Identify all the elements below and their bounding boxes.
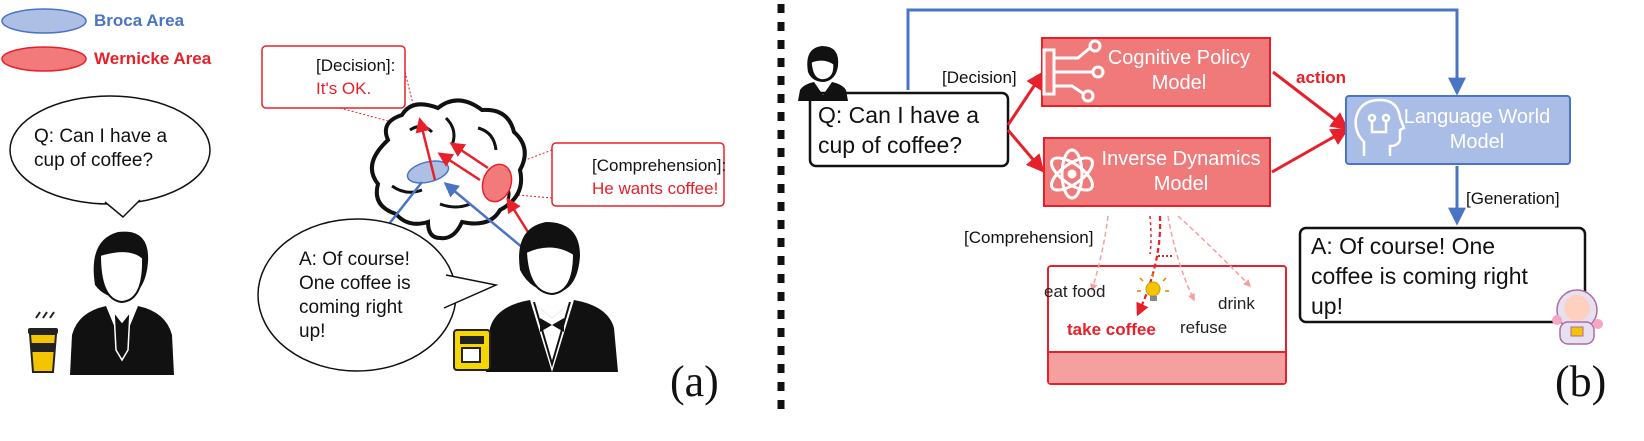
decision-text-a: [Decision]: It's OK.	[316, 56, 396, 98]
cognitive-policy-model-label: Cognitive Policy Model	[1107, 47, 1251, 94]
customer-question: Q: Can I have a cup of coffee?	[34, 126, 168, 171]
panel-label-b: (b)	[1555, 357, 1607, 406]
answer-box-b	[1298, 226, 1587, 324]
option-refuse: refuse	[1180, 318, 1228, 337]
coffee-cup-icon	[28, 311, 58, 373]
inverse-dynamics-model-label: Inverse Dynamics Model	[1101, 148, 1261, 195]
head-icon	[1354, 98, 1406, 156]
option-eat-food: eat food	[1044, 282, 1106, 301]
language-world-model-box	[1345, 95, 1571, 165]
decision-tag-b: [Decision]	[942, 68, 1017, 87]
customer-speech-bubble	[9, 95, 211, 219]
decision-box-a	[261, 45, 406, 109]
generation-tag: [Generation]	[1466, 189, 1560, 208]
option-take-coffee: take coffee	[1067, 320, 1156, 339]
atom-icon	[1050, 148, 1094, 200]
question-box-b	[808, 91, 1010, 168]
legend-broca-label: Broca Area	[94, 11, 185, 30]
answer-text-b: A: Of course! One coffee is coming right…	[1311, 233, 1528, 319]
bypass-arrow	[906, 8, 1466, 96]
circuit-icon	[1042, 39, 1105, 103]
wernicke-legend-swatch	[1, 46, 87, 72]
option-drink: drink	[1218, 294, 1255, 313]
comprehension-tag-b: [Comprehension]	[964, 228, 1094, 247]
lightbulb-icon	[1137, 273, 1169, 301]
options-footer-band	[1049, 352, 1285, 383]
action-label: action	[1296, 68, 1347, 87]
legend-wernicke-label: Wernicke Area	[94, 49, 212, 68]
broca-legend-swatch	[1, 8, 87, 34]
waiter-icon	[486, 222, 618, 372]
waiter-answer: A: Of course! One coffee is coming right…	[299, 249, 411, 343]
comprehension-box-a	[551, 142, 725, 207]
wernicke-area	[481, 163, 513, 203]
language-world-model-label: Language World Model	[1403, 106, 1551, 153]
coffee-machine-icon	[453, 329, 491, 371]
robot-icon	[1552, 289, 1603, 345]
question-text-b: Q: Can I have a cup of coffee?	[818, 102, 980, 158]
person-icon-b	[798, 46, 848, 101]
waiter-speech-bubble	[257, 218, 499, 372]
person-icon	[70, 231, 174, 375]
panel-label-a: (a)	[670, 357, 719, 406]
comprehension-text-a: [Comprehension]: He wants coffee!	[592, 156, 727, 198]
